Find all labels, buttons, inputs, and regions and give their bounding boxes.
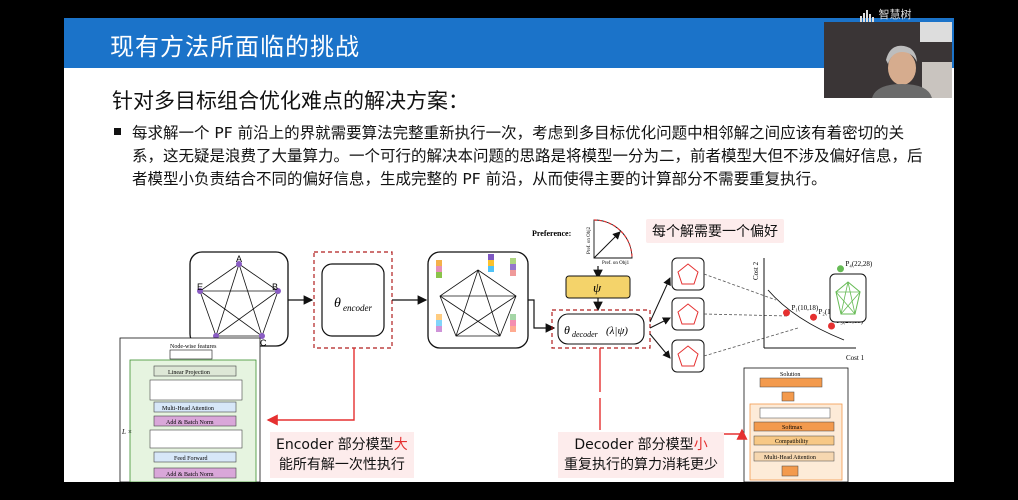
presenter-video <box>824 22 952 98</box>
pf-point-label-1: P₁(10,18) <box>792 304 819 312</box>
layer-repeat-label: L × <box>121 428 132 436</box>
pref-obj1-label: Pref. on Obj1 <box>602 261 630 266</box>
node-label-e: E <box>197 282 203 292</box>
decoder-args: (λ|ψ) <box>606 325 628 337</box>
psi-box: ψ <box>565 275 631 299</box>
decoder-mha: Multi-Head Attention <box>764 455 816 461</box>
callout-decoder-text: Decoder 部分模型 <box>574 437 694 453</box>
encoder-box: θ encoder <box>313 251 393 349</box>
tour-graph-3 <box>671 339 705 373</box>
pf-point-1 <box>783 309 790 317</box>
pf-xlabel: Cost 1 <box>846 354 865 362</box>
psi-label: ψ <box>593 280 602 295</box>
logo-bars-icon <box>860 9 875 22</box>
p4-graph <box>829 273 867 323</box>
pf-point-4 <box>837 265 844 273</box>
linear-projection: Linear Projection <box>168 370 210 376</box>
encoder-add-norm-2: Add & Batch Norm <box>166 472 214 478</box>
pref-obj2-label: Pref. on Obj2 <box>587 226 592 254</box>
platform-logo: 智慧树 <box>860 6 912 22</box>
pf-ylabel: Cost 2 <box>752 261 760 280</box>
decoder-subscript: decoder <box>572 330 599 339</box>
embedded-graph <box>427 251 529 349</box>
callout-preference: 每个解需要一个偏好 <box>646 219 784 243</box>
tour-graph-1 <box>671 257 705 291</box>
callout-decoder: Decoder 部分模型小 重复执行的算力消耗更少 <box>558 432 724 478</box>
theta-decoder: θ <box>564 323 570 337</box>
theta-encoder: θ <box>334 296 341 311</box>
softmax-label: Softmax <box>782 424 802 431</box>
architecture-diagram: A B C D E θ encoder Preference: <box>119 219 873 482</box>
preference-label: Preference: <box>532 229 571 238</box>
encoder-subscript: encoder <box>343 303 372 313</box>
pf-point-3 <box>828 322 835 330</box>
decoder-detail-block: Solution Softmax Compatibility Multi-Hea… <box>743 367 849 482</box>
decoder-box: θ decoder (λ|ψ) <box>551 309 651 349</box>
encoder-ff: Feed Forward <box>174 456 208 462</box>
encoder-mha: Multi-Head Attention <box>162 406 214 412</box>
bullet-point: 每求解一个 PF 前沿上的界就需要算法完整重新执行一次，考虑到多目标优化问题中相… <box>114 122 934 191</box>
callout-encoder-line2: 能所有解一次性执行 <box>278 457 405 473</box>
node-label-c: C <box>260 338 267 348</box>
logo-text: 智慧树 <box>878 8 912 21</box>
solution-label: Solution <box>780 372 800 378</box>
tour-graph-2 <box>671 297 705 331</box>
callout-encoder-big: 大 <box>393 437 408 453</box>
input-graph: A B C D E <box>189 251 289 348</box>
slide-subtitle: 针对多目标组合优化难点的解决方案： <box>112 89 469 113</box>
pf-point-2 <box>810 313 817 321</box>
compatibility-label: Compatibility <box>775 439 808 445</box>
node-label-b: B <box>272 282 278 292</box>
pf-point-label-4: P₄(22,28) <box>846 260 873 268</box>
callout-encoder-text: Encoder 部分模型 <box>276 437 394 453</box>
slide-header: 现有方法所面临的挑战 <box>64 18 954 68</box>
bullet-text: 每求解一个 PF 前沿上的界就需要算法完整重新执行一次，考虑到多目标优化问题中相… <box>132 124 923 188</box>
node-label-a: A <box>236 254 242 264</box>
encoder-detail-block: Node-wise features Linear Projection Mul… <box>119 337 261 482</box>
webcam-overlay <box>824 22 952 98</box>
preference-gauge: Preference: Pref. on Obj2 Pref. on Obj1 <box>532 219 633 266</box>
node-features-label: Node-wise features <box>170 343 217 350</box>
slide-title: 现有方法所面临的挑战 <box>110 33 360 61</box>
callout-decoder-line2: 重复执行的算力消耗更少 <box>564 457 718 473</box>
callout-decoder-small: 小 <box>693 437 708 453</box>
callout-encoder: Encoder 部分模型大 能所有解一次性执行 <box>270 432 414 478</box>
bullet-square-icon <box>114 128 121 135</box>
encoder-add-norm: Add & Batch Norm <box>166 420 214 426</box>
